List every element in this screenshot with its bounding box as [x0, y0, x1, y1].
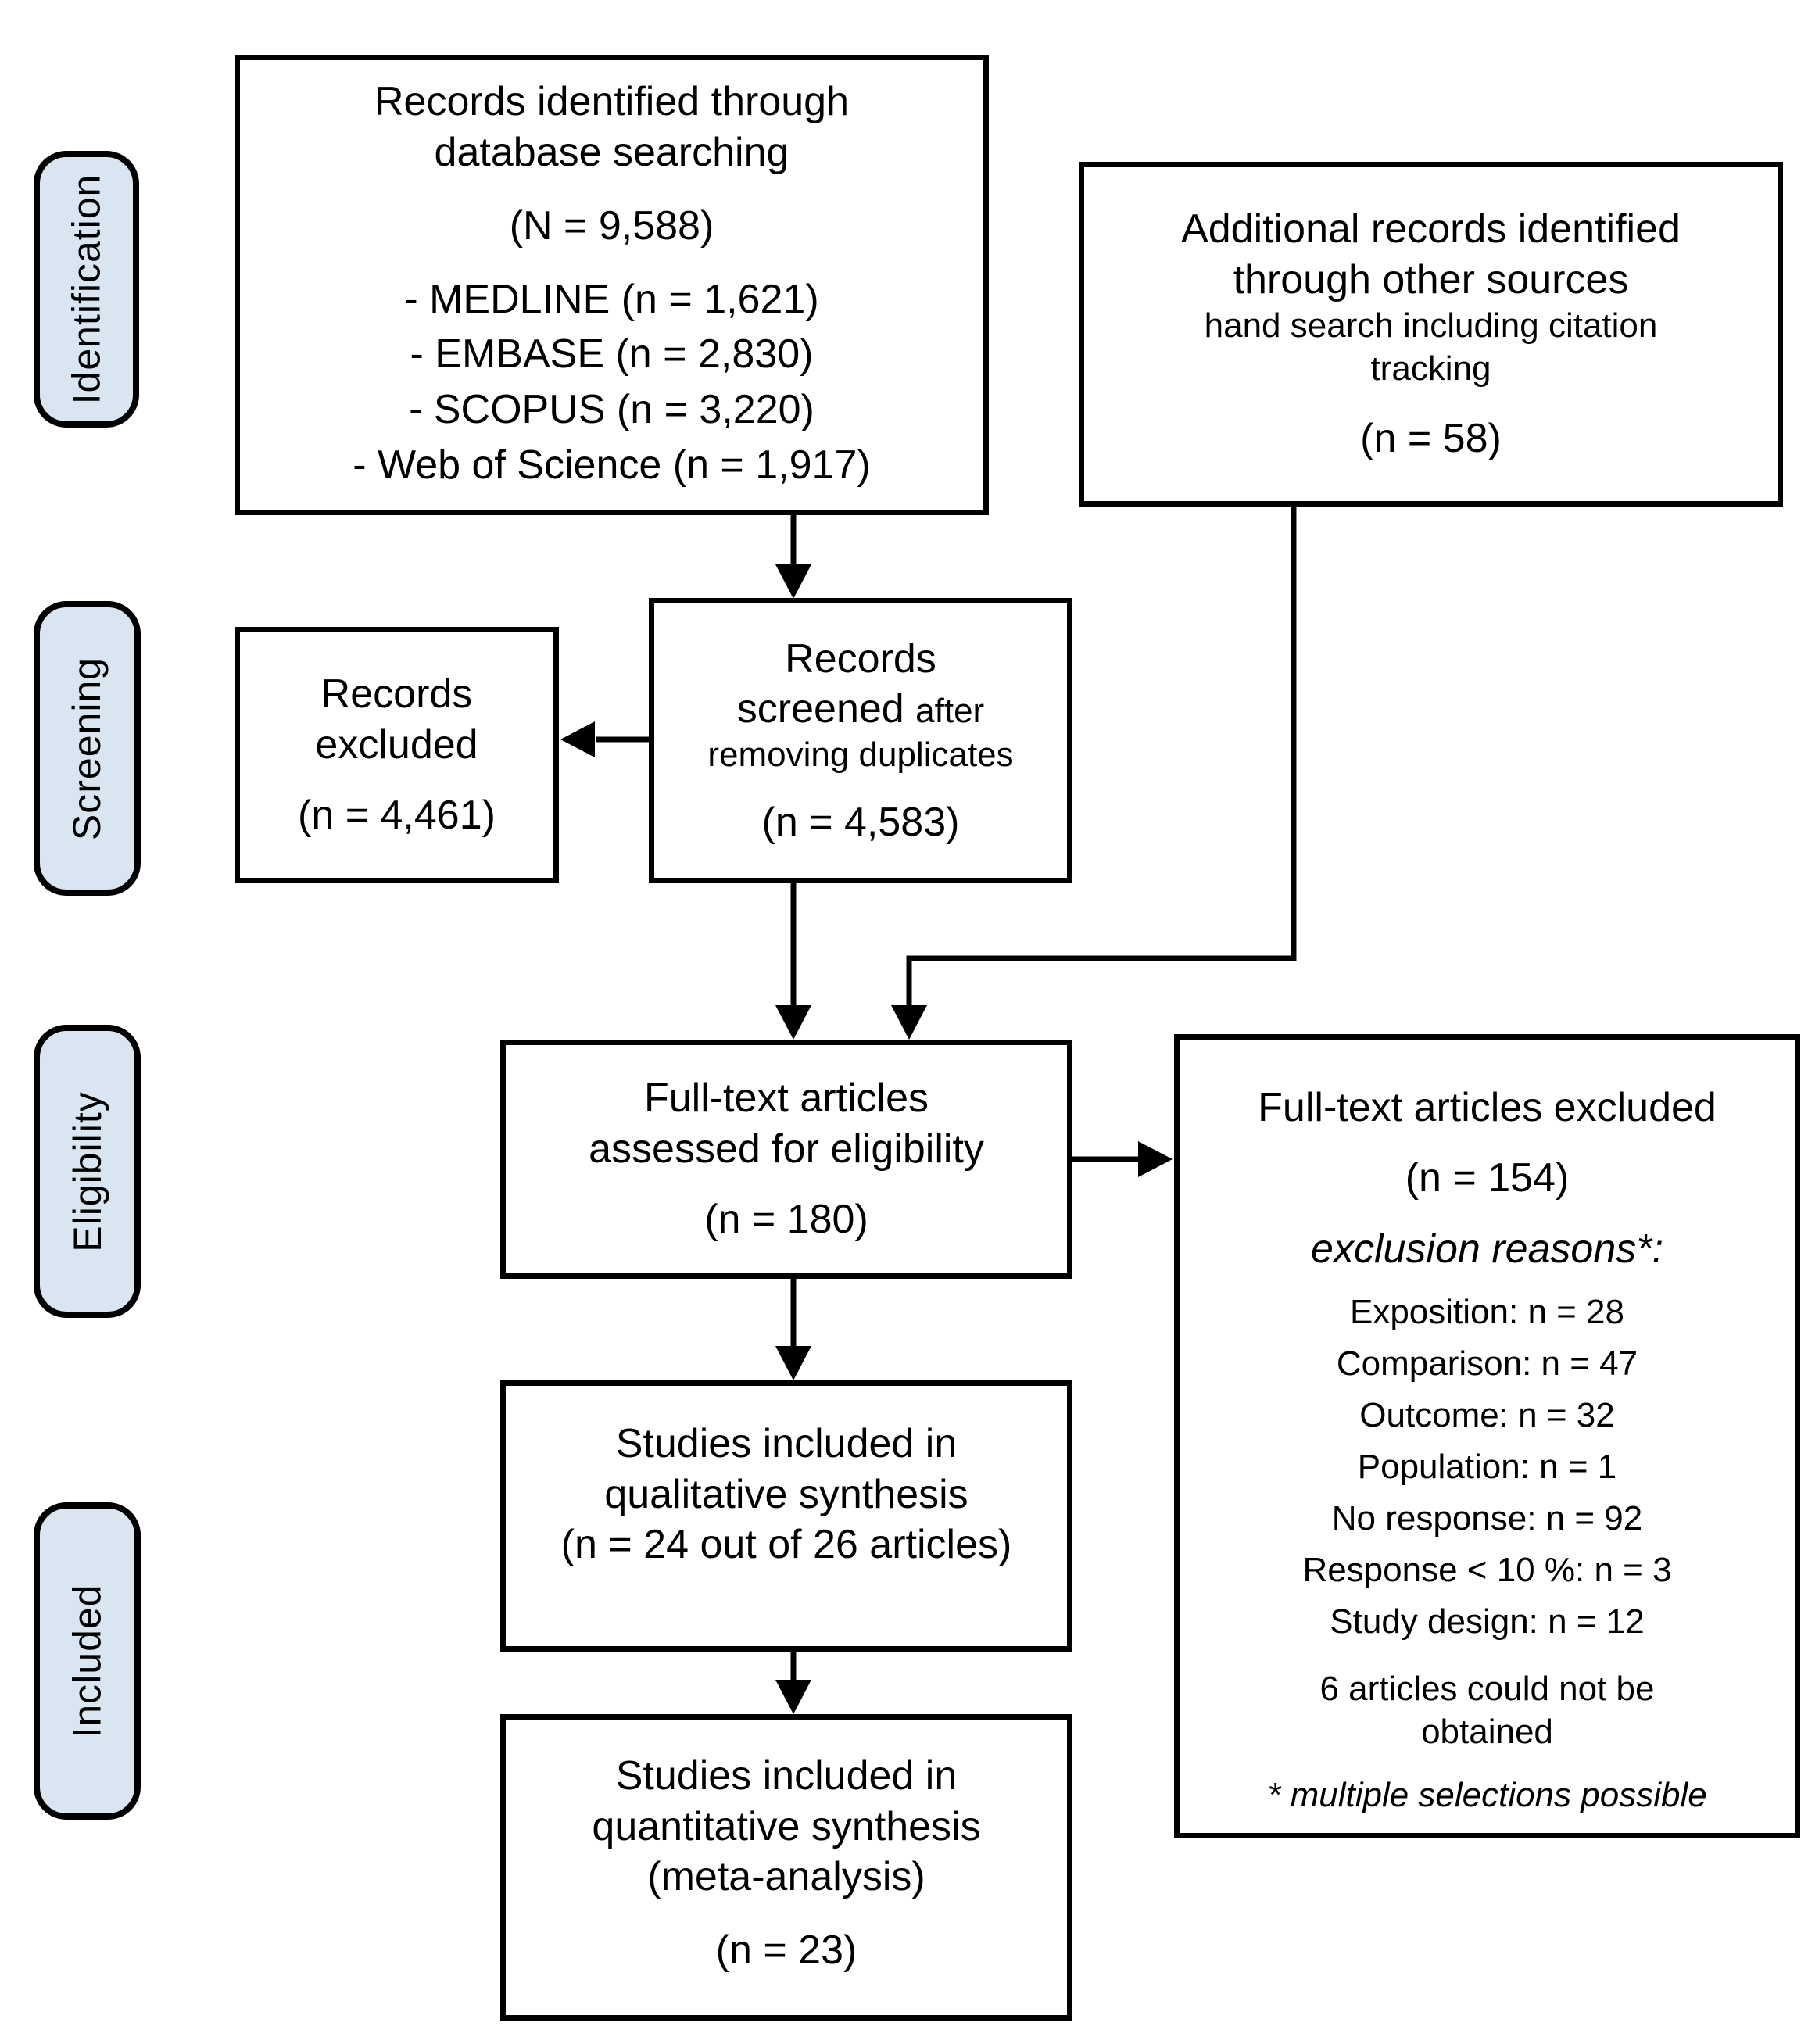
- box-subtitle: hand search including citation tracking: [1204, 306, 1658, 388]
- record-count: (n = 4,461): [298, 793, 496, 839]
- arrow-fulltext-to-ft-excluded: [1072, 1141, 1173, 1177]
- record-count: (n = 180): [704, 1197, 868, 1243]
- stage-label-screening: Screening: [34, 601, 141, 896]
- reason-item: Response < 10 %: n = 3: [1302, 1551, 1672, 1590]
- box-title: Records: [785, 635, 936, 682]
- box-title: Records identified through database sear…: [374, 79, 850, 175]
- stage-label-identification: Identification: [34, 151, 139, 428]
- box-additional-records: Additional records identified through ot…: [1079, 162, 1783, 507]
- record-count: (n = 154): [1405, 1155, 1570, 1201]
- record-count: (n = 58): [1360, 416, 1502, 462]
- box-records-excluded: Records excluded (n = 4,461): [235, 627, 559, 883]
- record-count: (n = 4,583): [761, 800, 960, 845]
- box-title: Studies included in qualitative synthesi…: [561, 1419, 1012, 1570]
- arrow-screened-to-records-excluded: [560, 721, 649, 757]
- stage-label-text: Eligibility: [65, 1090, 109, 1252]
- box-records-screened: Records screened after removing duplicat…: [649, 598, 1072, 883]
- source-item: - Web of Science (n = 1,917): [353, 442, 871, 488]
- reasons-heading: exclusion reasons*:: [1311, 1226, 1663, 1272]
- reason-item: Comparison: n = 47: [1336, 1344, 1638, 1384]
- exclusion-reason-list: Exposition: n = 28 Comparison: n = 47 Ou…: [1302, 1287, 1671, 1648]
- source-item: - MEDLINE (n = 1,621): [404, 276, 819, 322]
- reason-item: Population: n = 1: [1357, 1448, 1617, 1487]
- stage-label-eligibility: Eligibility: [34, 1025, 141, 1318]
- reason-item: Outcome: n = 32: [1359, 1396, 1615, 1435]
- box-title-line2: screened after: [736, 686, 985, 732]
- stage-label-included: Included: [34, 1502, 141, 1820]
- record-count: (N = 9,588): [509, 203, 714, 249]
- box-title: Studies included in quantitative synthes…: [592, 1753, 981, 1899]
- box-title: Records excluded: [315, 671, 478, 768]
- reason-item: No response: n = 92: [1331, 1499, 1643, 1538]
- box-fulltext-assessed: Full-text articles assessed for eligibil…: [500, 1040, 1072, 1279]
- source-item: - EMBASE (n = 2,830): [410, 331, 814, 378]
- box-title: Full-text articles excluded: [1258, 1085, 1717, 1130]
- reason-item: Exposition: n = 28: [1349, 1293, 1624, 1332]
- box-title: Full-text articles assessed for eligibil…: [589, 1076, 984, 1172]
- box-qualitative-synthesis: Studies included in qualitative synthesi…: [500, 1380, 1072, 1652]
- box-quantitative-synthesis: Studies included in quantitative synthes…: [500, 1714, 1072, 2021]
- arrow-screened-to-fulltext: [775, 883, 811, 1040]
- record-count: (n = 24 out of 26 articles): [560, 1522, 1012, 1568]
- stage-label-text: Identification: [64, 174, 109, 405]
- footnote: * multiple selections possible: [1267, 1775, 1707, 1814]
- stage-label-text: Screening: [65, 657, 109, 840]
- reason-item: Study design: n = 12: [1330, 1602, 1645, 1641]
- box-fulltext-excluded: Full-text articles excluded (n = 154) ex…: [1174, 1034, 1800, 1838]
- source-item: - SCOPUS (n = 3,220): [409, 387, 814, 433]
- database-source-list: - MEDLINE (n = 1,621) - EMBASE (n = 2,83…: [353, 272, 870, 493]
- box-subtitle: removing duplicates: [707, 736, 1014, 775]
- arrow-identified-to-screened: [775, 515, 811, 599]
- not-obtained-note: 6 articles could not be obtained: [1319, 1670, 1655, 1751]
- record-count: (n = 23): [715, 1928, 857, 1974]
- arrow-fulltext-to-qualitative: [775, 1279, 811, 1380]
- box-records-identified: Records identified through database sear…: [235, 55, 989, 515]
- box-title: Additional records identified through ot…: [1181, 206, 1681, 302]
- stage-label-text: Included: [65, 1584, 109, 1738]
- arrow-qualitative-to-quantitative: [775, 1652, 811, 1714]
